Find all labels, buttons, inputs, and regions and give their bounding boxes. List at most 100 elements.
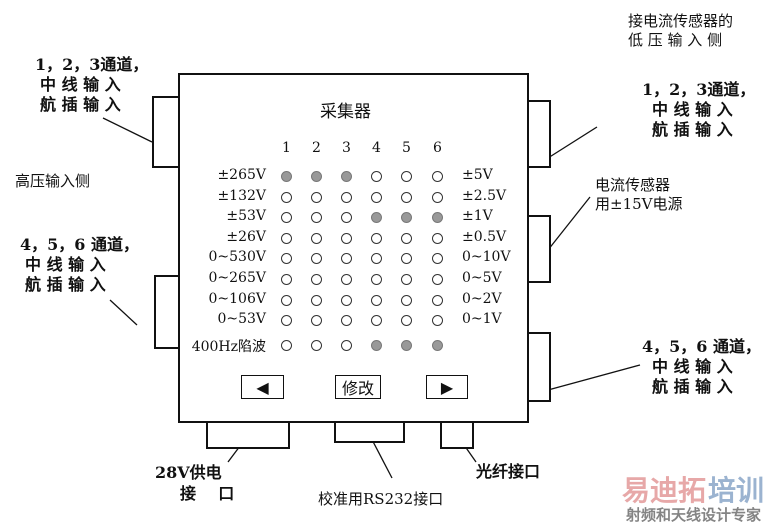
indicator-led-off[interactable] xyxy=(401,192,412,203)
label-line: 中 线 输 入 xyxy=(40,75,121,94)
indicator-led-on[interactable] xyxy=(432,212,443,223)
indicator-led-off[interactable] xyxy=(401,253,412,264)
indicator-led-off[interactable] xyxy=(401,274,412,285)
low-voltage-side-label: 接电流传感器的 低 压 输 入 侧 xyxy=(628,12,733,50)
right-connector-3 xyxy=(527,332,551,402)
indicator-led-off[interactable] xyxy=(341,295,352,306)
left-bottom-label: 4，5，6 通道， 中 线 输 入 航 插 输 入 xyxy=(20,235,139,295)
indicator-led-off[interactable] xyxy=(281,192,292,203)
indicator-led-off[interactable] xyxy=(311,295,322,306)
indicator-led-off[interactable] xyxy=(341,315,352,326)
range-label-right: ±0.5V xyxy=(462,229,507,245)
range-label-left: 0~265V xyxy=(208,270,266,286)
collector-box xyxy=(178,73,529,423)
next-button[interactable]: ▶ xyxy=(426,375,468,399)
watermark: 易迪拓 培训 射频和天线设计专家 xyxy=(622,472,778,525)
indicator-led-off[interactable] xyxy=(311,192,322,203)
indicator-led-on[interactable] xyxy=(341,171,352,182)
indicator-led-off[interactable] xyxy=(371,295,382,306)
label-line: 航 插 输 入 xyxy=(40,95,121,114)
indicator-led-on[interactable] xyxy=(311,171,322,182)
indicator-led-off[interactable] xyxy=(371,192,382,203)
indicator-led-off[interactable] xyxy=(401,315,412,326)
indicator-led-off[interactable] xyxy=(311,274,322,285)
range-label-right: ±1V xyxy=(462,208,493,224)
indicator-led-on[interactable] xyxy=(281,171,292,182)
watermark-row: 易迪拓 培训 xyxy=(622,472,778,507)
label-line: 接 口 xyxy=(180,484,235,503)
label-line: 28V供电 xyxy=(155,463,222,482)
label-line: 接电流传感器的 xyxy=(628,12,734,30)
column-number: 6 xyxy=(433,140,442,156)
left-top-label: 1，2，3通道， 中 线 输 入 航 插 输 入 xyxy=(35,55,148,115)
indicator-led-off[interactable] xyxy=(401,171,412,182)
indicator-led-off[interactable] xyxy=(341,233,352,244)
label-line: 4，5，6 通道， xyxy=(20,235,139,254)
range-label-left: ±265V xyxy=(217,167,266,183)
indicator-led-off[interactable] xyxy=(281,295,292,306)
indicator-led-off[interactable] xyxy=(311,315,322,326)
indicator-led-off[interactable] xyxy=(311,233,322,244)
right-connector-2 xyxy=(527,215,551,283)
fiber-connector xyxy=(440,419,474,449)
indicator-led-off[interactable] xyxy=(371,253,382,264)
range-label-right: 0~1V xyxy=(462,311,502,327)
modify-button[interactable]: 修改 xyxy=(335,375,381,399)
indicator-led-off[interactable] xyxy=(281,253,292,264)
indicator-led-off[interactable] xyxy=(371,233,382,244)
fiber-label: 光纤接口 xyxy=(476,462,541,481)
indicator-led-off[interactable] xyxy=(281,233,292,244)
indicator-led-off[interactable] xyxy=(432,171,443,182)
indicator-led-off[interactable] xyxy=(371,315,382,326)
column-number: 2 xyxy=(312,140,321,156)
indicator-led-off[interactable] xyxy=(401,233,412,244)
indicator-led-off[interactable] xyxy=(432,315,443,326)
rs232-label: 校准用RS232接口 xyxy=(318,490,444,508)
indicator-led-on[interactable] xyxy=(401,340,412,351)
indicator-led-off[interactable] xyxy=(281,274,292,285)
indicator-led-off[interactable] xyxy=(341,192,352,203)
label-line: 中 线 输 入 xyxy=(25,255,106,274)
label-line: 航 插 输 入 xyxy=(652,120,733,139)
range-label-left: 0~53V xyxy=(217,311,266,327)
indicator-led-off[interactable] xyxy=(432,274,443,285)
indicator-led-off[interactable] xyxy=(281,212,292,223)
column-number: 5 xyxy=(402,140,411,156)
label-line: 电流传感器 xyxy=(595,176,671,194)
indicator-led-off[interactable] xyxy=(341,212,352,223)
indicator-led-off[interactable] xyxy=(432,192,443,203)
indicator-led-off[interactable] xyxy=(432,233,443,244)
indicator-led-off[interactable] xyxy=(281,340,292,351)
indicator-led-on[interactable] xyxy=(371,340,382,351)
right-connector-1 xyxy=(527,100,551,168)
indicator-led-off[interactable] xyxy=(371,171,382,182)
indicator-led-off[interactable] xyxy=(311,212,322,223)
range-label-right: 0~2V xyxy=(462,291,502,307)
indicator-led-off[interactable] xyxy=(311,253,322,264)
label-line: 航 插 输 入 xyxy=(25,275,106,294)
label-line: 中 线 输 入 xyxy=(652,357,733,376)
range-label-left: ±53V xyxy=(226,208,266,224)
indicator-led-off[interactable] xyxy=(281,315,292,326)
indicator-led-off[interactable] xyxy=(401,295,412,306)
range-label-left: ±132V xyxy=(217,188,266,204)
prev-button[interactable]: ◀ xyxy=(241,375,284,399)
indicator-led-off[interactable] xyxy=(311,340,322,351)
power-label: 28V供电 接 口 xyxy=(155,462,234,504)
indicator-led-off[interactable] xyxy=(341,340,352,351)
indicator-led-off[interactable] xyxy=(432,253,443,264)
indicator-led-on[interactable] xyxy=(401,212,412,223)
indicator-led-on[interactable] xyxy=(432,340,443,351)
indicator-led-off[interactable] xyxy=(371,274,382,285)
indicator-led-off[interactable] xyxy=(341,253,352,264)
range-label-right: 0~5V xyxy=(462,270,502,286)
indicator-led-on[interactable] xyxy=(371,212,382,223)
label-line: 航 插 输 入 xyxy=(652,377,733,396)
indicator-led-off[interactable] xyxy=(341,274,352,285)
indicator-led-off[interactable] xyxy=(432,295,443,306)
high-voltage-side-label: 高压输入侧 xyxy=(15,172,91,190)
left-connector-1 xyxy=(152,96,180,168)
label-line: 用±15V电源 xyxy=(595,195,683,213)
watermark-text: 培训 xyxy=(708,474,765,507)
column-number: 4 xyxy=(372,140,381,156)
